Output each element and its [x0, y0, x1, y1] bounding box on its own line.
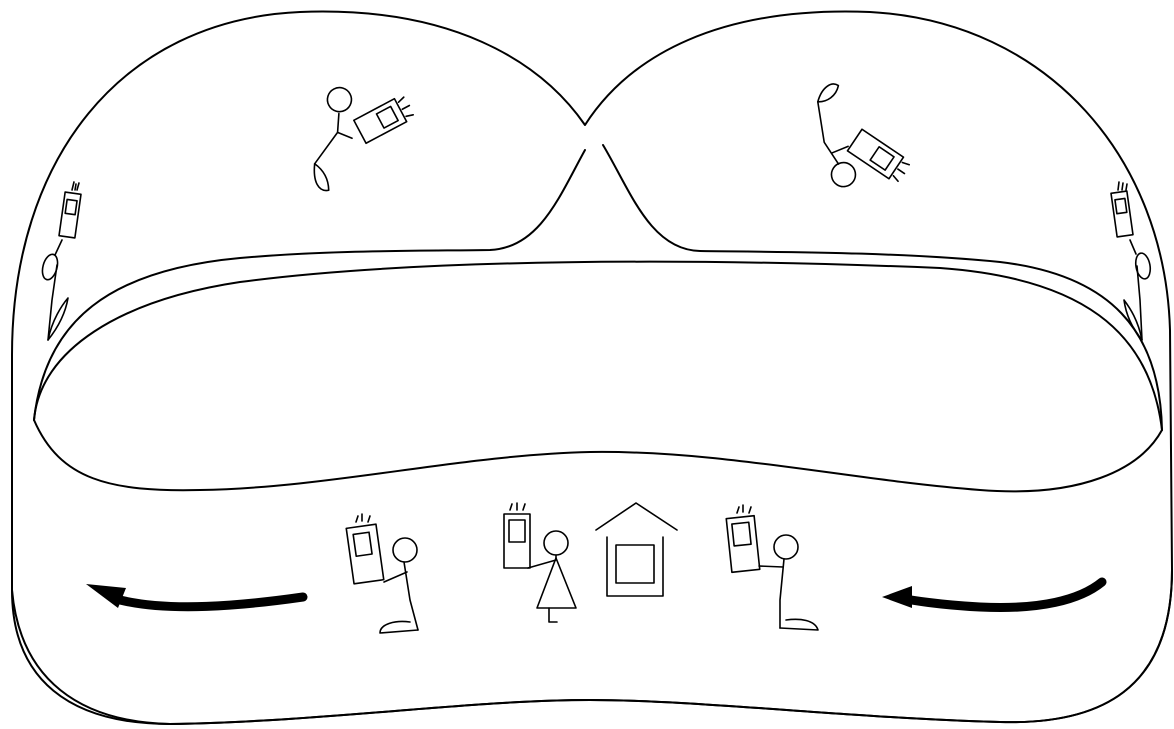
outer-outline: [11, 10, 1173, 725]
front-center-figure: [503, 502, 577, 623]
arrow-left: [86, 584, 308, 612]
stick-figure-icon: [41, 239, 69, 341]
arrow-right: [882, 577, 1107, 612]
upper-right-figure: [816, 83, 911, 188]
inner-basin: [33, 260, 1163, 493]
outer-shell: [11, 10, 1173, 725]
stick-figure-icon: [816, 83, 857, 188]
arrow-head: [882, 586, 912, 608]
house-icon: [595, 502, 678, 597]
phone-device-icon: [503, 502, 531, 569]
phone-device-icon: [353, 96, 414, 145]
phone-device-icon: [345, 513, 385, 585]
upper-left-figure: [313, 86, 414, 192]
basin-top-curve: [33, 260, 1163, 431]
phone-device-icon: [846, 128, 911, 183]
phone-device-icon: [725, 504, 761, 574]
left-wall-figure: [41, 181, 82, 341]
arrow-icon: [895, 577, 1107, 612]
phone-device-icon: [58, 181, 82, 239]
arrow-head: [86, 584, 126, 608]
front-band-lower-edge: [11, 569, 1173, 725]
stick-figure-icon: [1123, 239, 1152, 341]
arrow-icon: [115, 592, 308, 612]
front-right-figure: [725, 504, 819, 631]
upper-lobes: [33, 144, 1163, 431]
right-wall-figure: [1110, 181, 1152, 341]
stick-figure-icon: [379, 537, 419, 634]
stick-figure-icon: [313, 86, 353, 192]
stick-figure-icon: [758, 534, 819, 631]
phone-device-icon: [1110, 181, 1134, 238]
left-lobe-rim: [33, 149, 586, 421]
right-lobe-rim: [602, 144, 1163, 431]
stick-figure-icon: [527, 530, 577, 623]
basin-bottom-curve: [33, 419, 1163, 493]
front-left-figure: [345, 513, 419, 634]
